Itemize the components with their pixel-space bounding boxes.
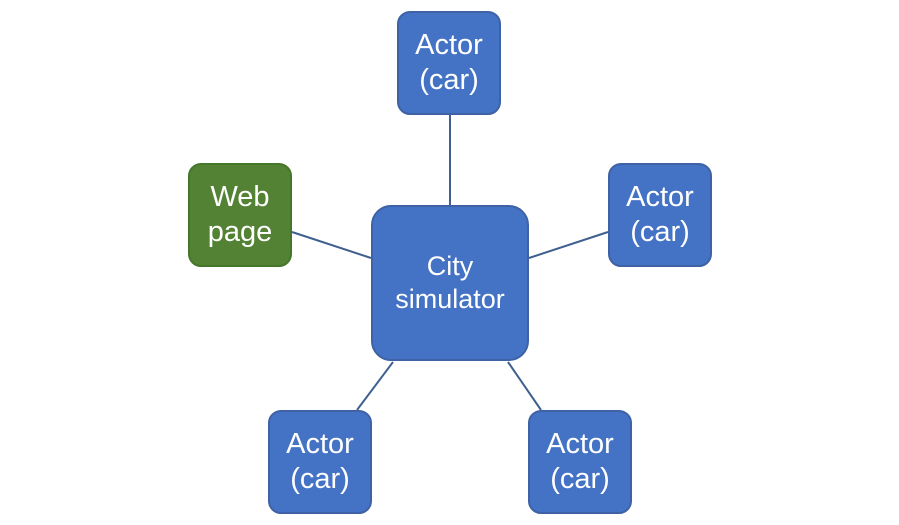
web-page-label-line2: page xyxy=(207,216,273,248)
actor-car-node-top: Actor (car) xyxy=(397,11,501,115)
city-simulator-label-line2: simulator xyxy=(395,284,505,314)
actor-label: Actor xyxy=(546,427,614,460)
edge-center-to-actor-bottom-left xyxy=(356,361,394,411)
edge-center-to-actor-right xyxy=(528,231,609,259)
actor-label: Actor xyxy=(626,180,694,213)
edge-center-to-actor-bottom-right xyxy=(507,361,542,411)
web-page-label-line1: Web xyxy=(210,180,270,213)
actor-sublabel: (car) xyxy=(290,463,350,495)
city-simulator-label-line1: City xyxy=(426,251,474,282)
city-simulator-node: City simulator xyxy=(371,205,529,361)
actor-car-node-right: Actor (car) xyxy=(608,163,712,267)
actor-car-node-bottom-right: Actor (car) xyxy=(528,410,632,514)
actor-sublabel: (car) xyxy=(550,463,610,495)
actor-sublabel: (car) xyxy=(630,216,690,248)
actor-sublabel: (car) xyxy=(419,64,479,96)
web-page-node: Web page xyxy=(188,163,292,267)
actor-label: Actor xyxy=(286,427,354,460)
actor-label: Actor xyxy=(415,28,483,61)
actor-car-node-bottom-left: Actor (car) xyxy=(268,410,372,514)
edge-center-to-web-page xyxy=(291,231,372,259)
